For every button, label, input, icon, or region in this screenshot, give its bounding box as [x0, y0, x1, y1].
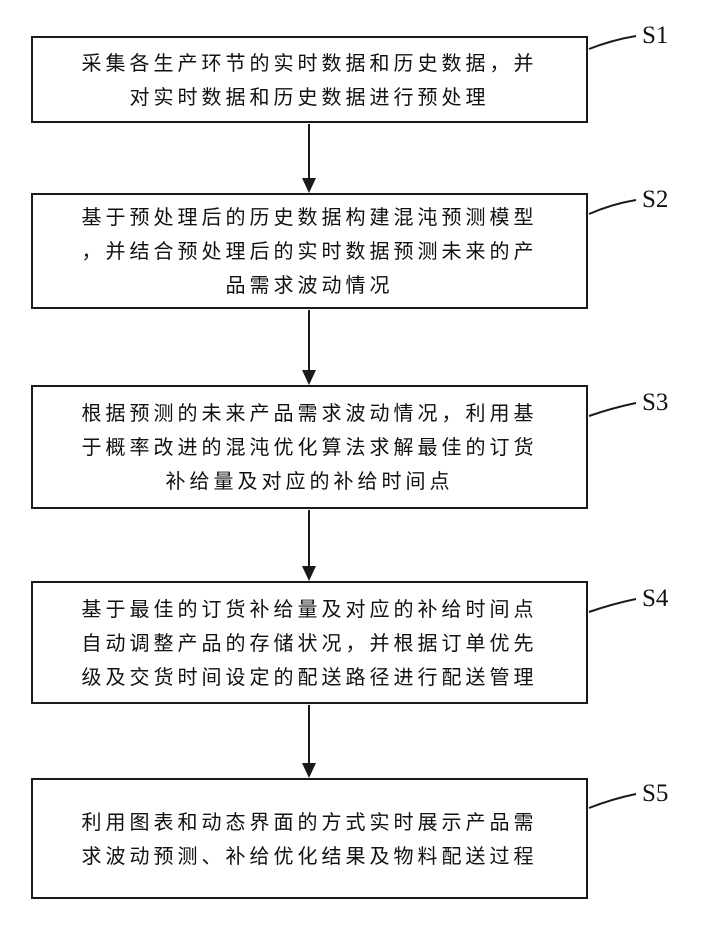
leader-line-s1 — [589, 36, 636, 49]
flow-arrow-1-2 — [302, 124, 316, 193]
flow-arrow-2-3 — [302, 310, 316, 385]
leader-line-s5 — [589, 794, 636, 808]
flow-arrow-3-4 — [302, 510, 316, 581]
leader-line-s3 — [589, 403, 636, 416]
flow-arrow-4-5 — [302, 705, 316, 778]
leader-line-s2 — [589, 200, 636, 214]
leader-line-s4 — [589, 599, 636, 612]
